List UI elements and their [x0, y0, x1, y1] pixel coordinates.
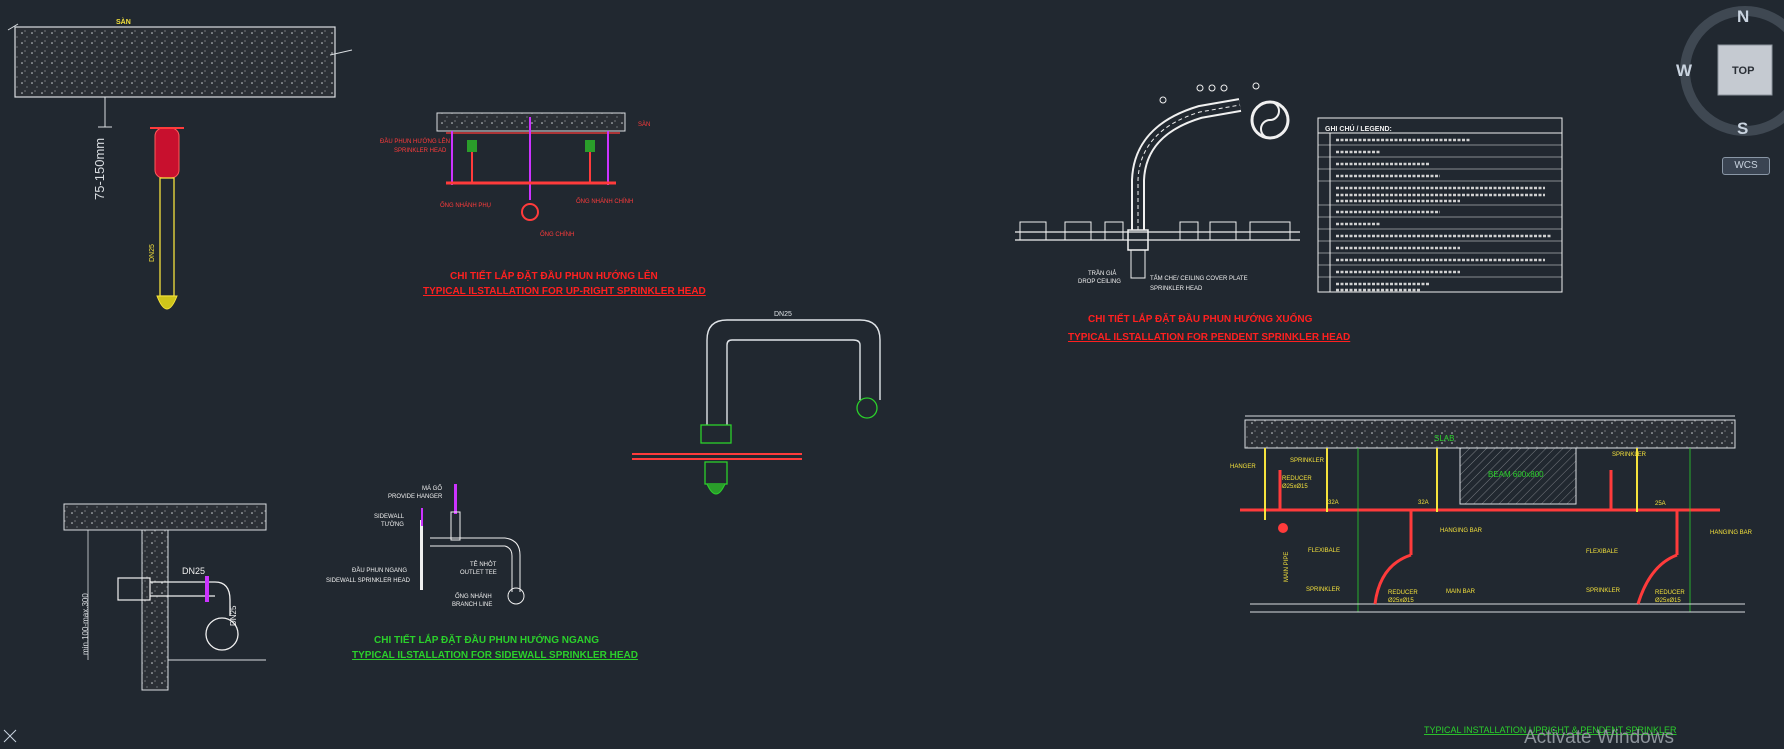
legend-title: GHI CHÚ / LEGEND: — [1325, 124, 1392, 133]
section-d32a-2: 32A — [1418, 500, 1429, 506]
drawing-vertical-drop: SÀN 75-150mm DN25 — [7, 17, 353, 310]
section-title: TYPICAL INSTALLATION UPRIGHT & PENDENT S… — [1424, 725, 1677, 735]
svg-text:SÀN: SÀN — [638, 121, 650, 128]
distance-label: 75-150mm — [92, 138, 107, 200]
compass-west[interactable]: W — [1676, 61, 1693, 80]
sidewall-branch-en: BRANCH LINE — [452, 602, 492, 608]
drop-pipe — [159, 177, 175, 297]
wcs-menu-button[interactable]: WCS — [1722, 157, 1770, 175]
sidewall-min-max: min.100-max.300 — [81, 593, 90, 655]
drawing-upright-sprinkler: ĐẦU PHUN HƯỚNG LÊN SPRINKLER HEAD ỐNG NH… — [380, 112, 706, 297]
section-hanging-bar-1: HANGING BAR — [1440, 528, 1483, 534]
section-flexible-2: FLEXIBALE — [1586, 549, 1618, 555]
section-sprinkler-4: SPRINKLER — [1586, 588, 1621, 594]
section-size-1: Ø25xØ15 — [1282, 484, 1308, 490]
section-d25a: 25A — [1655, 501, 1666, 507]
section-main-bar: MAIN BAR — [1446, 589, 1476, 595]
section-size-3: Ø25xØ15 — [1655, 598, 1681, 604]
section-hanging-bar-2: HANGING BAR — [1710, 530, 1753, 536]
section-sprinkler-1: SPRINKLER — [1290, 458, 1325, 464]
section-reducer-2: REDUCER — [1388, 590, 1418, 596]
upright-title-en: TYPICAL ILSTALLATION FOR UP-RIGHT SPRINK… — [423, 286, 706, 297]
sidewall-branch-vi: ỐNG NHÁNH — [455, 593, 492, 600]
sidewall-wall-vi: TƯỜNG — [381, 521, 404, 528]
upright-title-vi: CHI TIẾT LẮP ĐẶT ĐẦU PHUN HƯỚNG LÊN — [450, 269, 658, 282]
pendent-ceiling-label: TRẦN GIẢ — [1088, 270, 1116, 277]
section-hanger: HANGER — [1230, 464, 1256, 470]
sidewall-tee-en: OUTLET TEE — [460, 570, 497, 576]
drawing-sidewall-column: min.100-max.300 DN25 DN25 — [63, 503, 267, 691]
viewcube-face-label: TOP — [1732, 65, 1754, 77]
drawing-section: SLAB BEAM 600x800 HANGER SPRINKLER SPRIN… — [1230, 415, 1753, 735]
sidewall-head-en: SIDEWALL SPRINKLER HEAD — [326, 578, 411, 584]
sidewall-title-en: TYPICAL ILSTALLATION FOR SIDEWALL SPRINK… — [352, 650, 638, 661]
drawing-pipe-swing: DN25 — [632, 311, 881, 495]
section-reducer-1: REDUCER — [1282, 476, 1312, 482]
section-beam: BEAM 600x800 — [1488, 470, 1544, 479]
sidewall-title-vi: CHI TIẾT LẮP ĐẶT ĐẦU PHUN HƯỚNG NGANG — [374, 633, 599, 646]
svg-text:ỐNG NHÁNH PHỤ: ỐNG NHÁNH PHỤ — [440, 202, 491, 209]
sidewall-dn-top: DN25 — [182, 566, 205, 576]
sidewall-head-vi: ĐẦU PHUN NGANG — [352, 567, 407, 574]
viewcube-top-face[interactable] — [1717, 44, 1773, 96]
compass-south[interactable]: S — [1737, 119, 1748, 138]
ceiling-label: SÀN — [116, 17, 131, 26]
drawing-pendent-sprinkler: TRẦN GIẢ DROP CEILING TẤM CHE/ CEILING C… — [1015, 82, 1563, 343]
compass-north[interactable]: N — [1737, 7, 1749, 26]
section-main-pipe: MAIN PIPE — [1284, 552, 1290, 582]
section-sprinkler-3: SPRINKLER — [1306, 587, 1341, 593]
svg-text:ỐNG NHÁNH CHÍNH: ỐNG NHÁNH CHÍNH — [576, 198, 633, 205]
section-slab: SLAB — [1434, 434, 1454, 443]
section-d32a-1: 32A — [1328, 500, 1339, 506]
sidewall-wall: SIDEWALL — [374, 514, 405, 520]
ceiling-slab — [14, 26, 336, 98]
section-flexible-1: FLEXIBALE — [1308, 548, 1340, 554]
sidewall-dn-side: DN25 — [229, 605, 238, 626]
pipe-dn-label: DN25 — [149, 244, 156, 262]
svg-text:ĐẦU PHUN HƯỚNG LÊN: ĐẦU PHUN HƯỚNG LÊN — [380, 137, 450, 145]
top-pipe-label: DN25 — [774, 311, 792, 318]
sidewall-tee-vi: TÊ NHỎT — [470, 560, 497, 568]
section-sprinkler-2: SPRINKLER — [1612, 452, 1647, 458]
pendent-title-en: TYPICAL ILSTALLATION FOR PENDENT SPRINKL… — [1068, 332, 1350, 343]
sidewall-hanger: MÁ GỐ — [422, 485, 442, 492]
svg-text:SPRINKLER HEAD: SPRINKLER HEAD — [394, 148, 447, 154]
compass-ring[interactable] — [1680, 6, 1784, 136]
svg-text:ỐNG CHÍNH: ỐNG CHÍNH — [540, 231, 574, 238]
section-size-2: Ø25xØ15 — [1388, 598, 1414, 604]
activate-windows-watermark: Activate Windows — [1524, 727, 1674, 748]
pendent-head-label: SPRINKLER HEAD — [1150, 286, 1203, 292]
viewcube[interactable]: N W S TOP — [1676, 6, 1784, 138]
pendent-title-vi: CHI TIẾT LẮP ĐẶT ĐẦU PHUN HƯỚNG XUỐNG — [1088, 311, 1313, 325]
legend-table: GHI CHÚ / LEGEND: — [1317, 117, 1563, 293]
pendent-ceiling-label-en: DROP CEILING — [1078, 279, 1121, 285]
section-reducer-3: REDUCER — [1655, 590, 1685, 596]
drawing-sidewall-sprinkler: MÁ GỐ PROVIDE HANGER SIDEWALL TƯỜNG ĐẦU … — [326, 484, 638, 661]
ucs-icon — [3, 729, 17, 743]
sprinkler-deflector — [154, 127, 180, 179]
sidewall-hanger-en: PROVIDE HANGER — [388, 494, 443, 500]
pendent-cover-label: TẤM CHE/ CEILING COVER PLATE — [1150, 275, 1248, 282]
